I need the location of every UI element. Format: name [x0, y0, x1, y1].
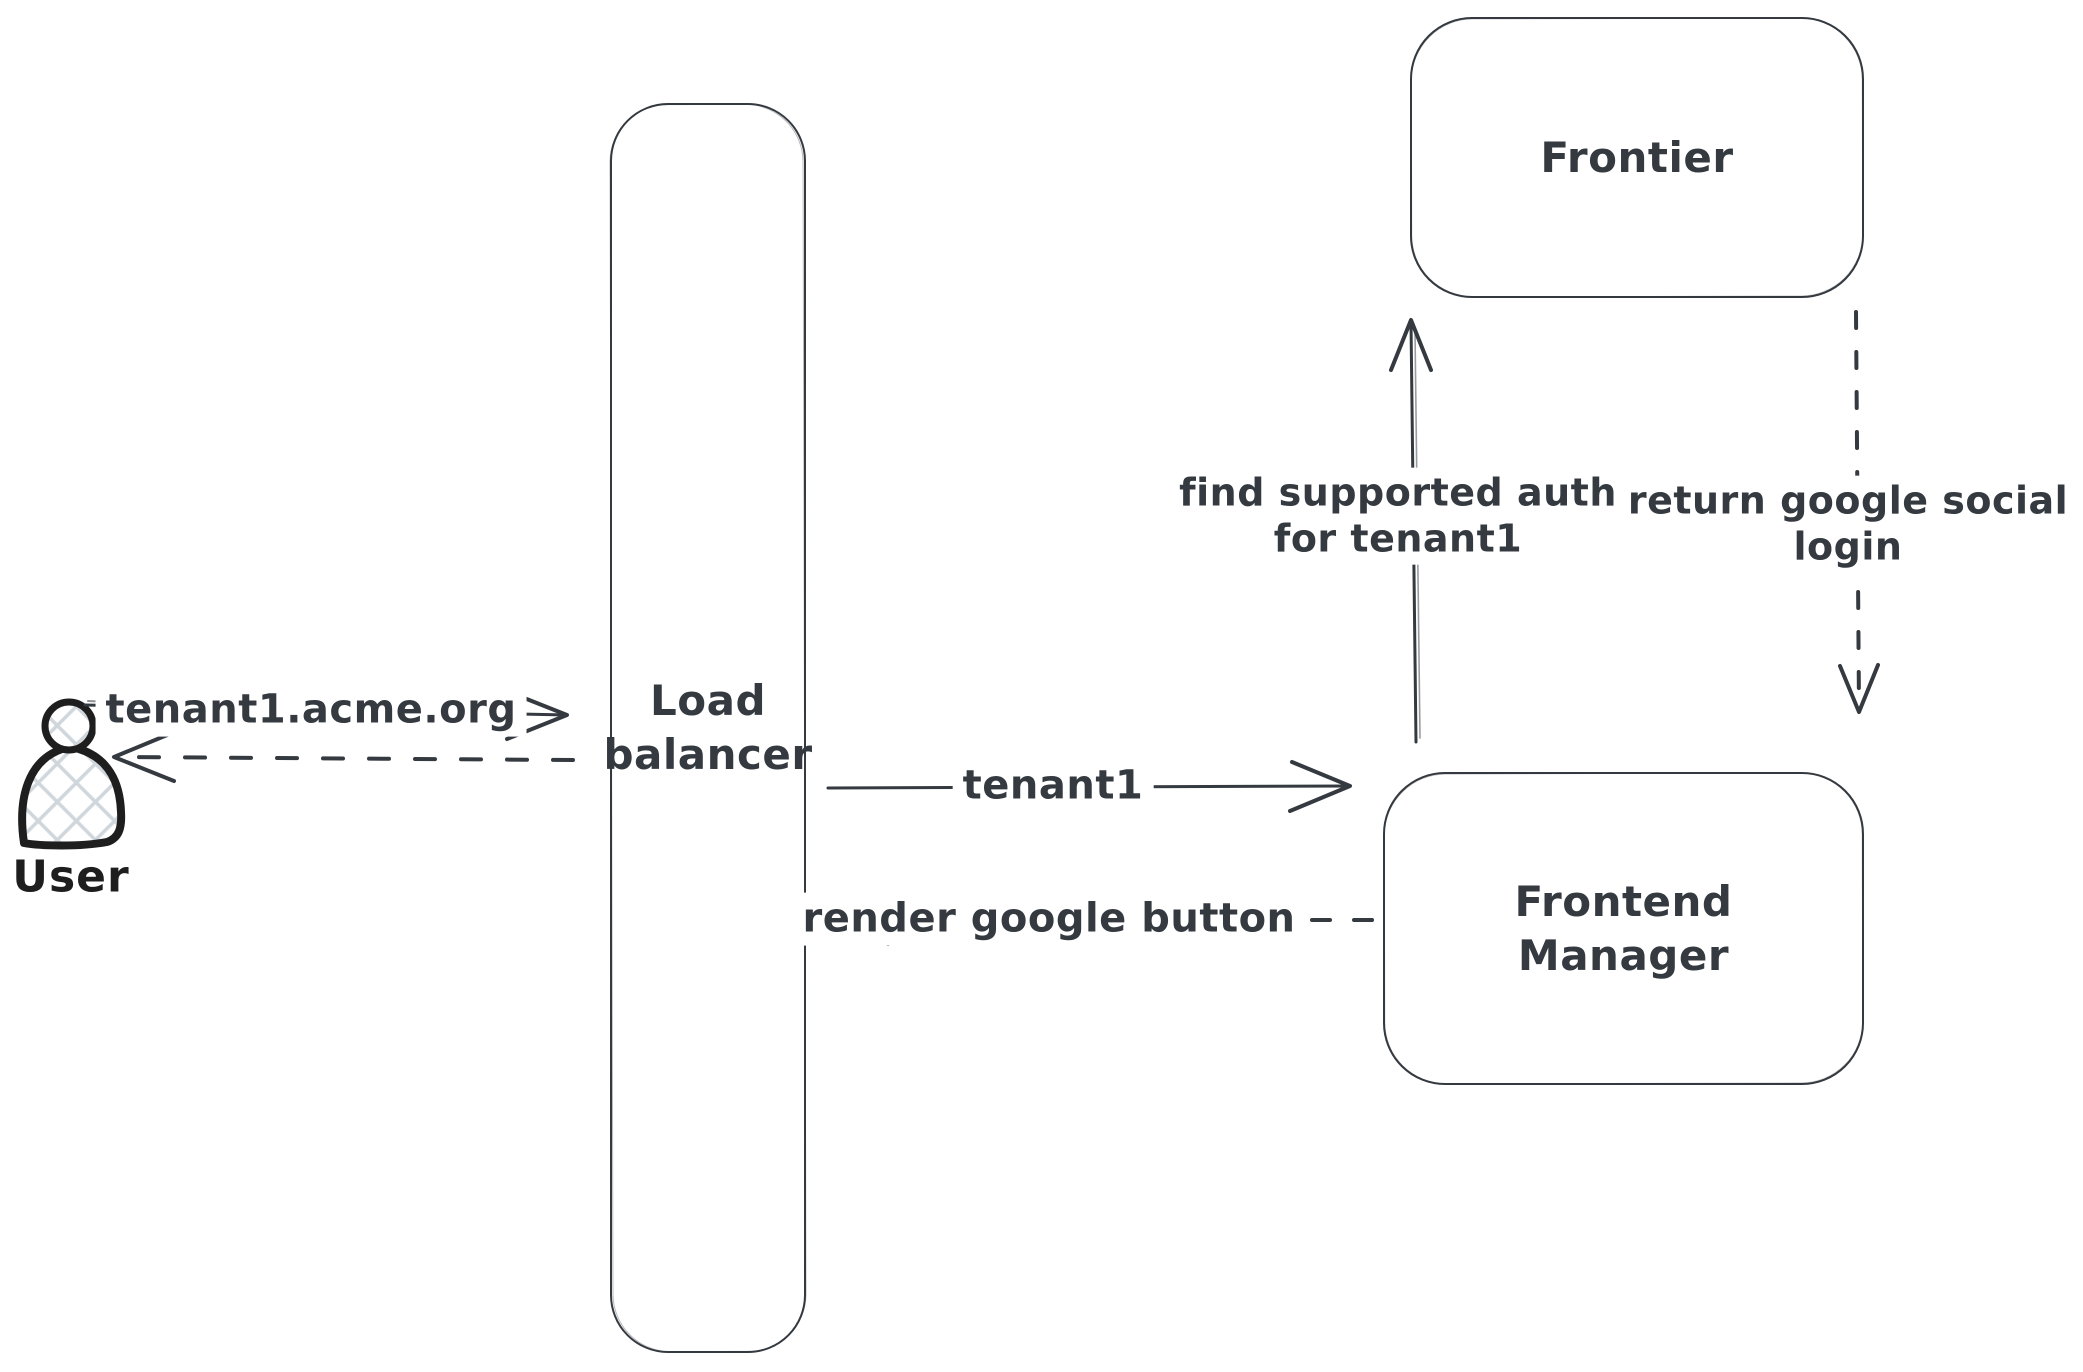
edge-label-render-button[interactable]: render google button: [792, 892, 1306, 946]
arrow-user-response[interactable]: [112, 731, 575, 783]
edge-label-user-request[interactable]: tenant1.acme.org: [95, 683, 527, 737]
frontend-manager-label: Frontend Manager: [1514, 876, 1733, 980]
load-balancer-node[interactable]: Load balancer: [603, 103, 812, 1353]
edge-label-return-login[interactable]: return google social login: [1617, 475, 2079, 573]
user-icon-body: [18, 743, 126, 850]
edge-label-find-auth[interactable]: find supported auth for tenant1: [1169, 467, 1627, 565]
frontend-manager-node[interactable]: Frontend Manager: [1383, 772, 1864, 1085]
load-balancer-label: Load balancer: [603, 676, 813, 779]
edge-label-tenant-route[interactable]: tenant1: [952, 759, 1154, 813]
frontier-node[interactable]: Frontier: [1410, 17, 1864, 298]
user-icon-head: [41, 698, 97, 754]
frontier-label: Frontier: [1540, 132, 1734, 182]
user-node-label: User: [12, 851, 130, 903]
user-icon[interactable]: [18, 698, 126, 850]
